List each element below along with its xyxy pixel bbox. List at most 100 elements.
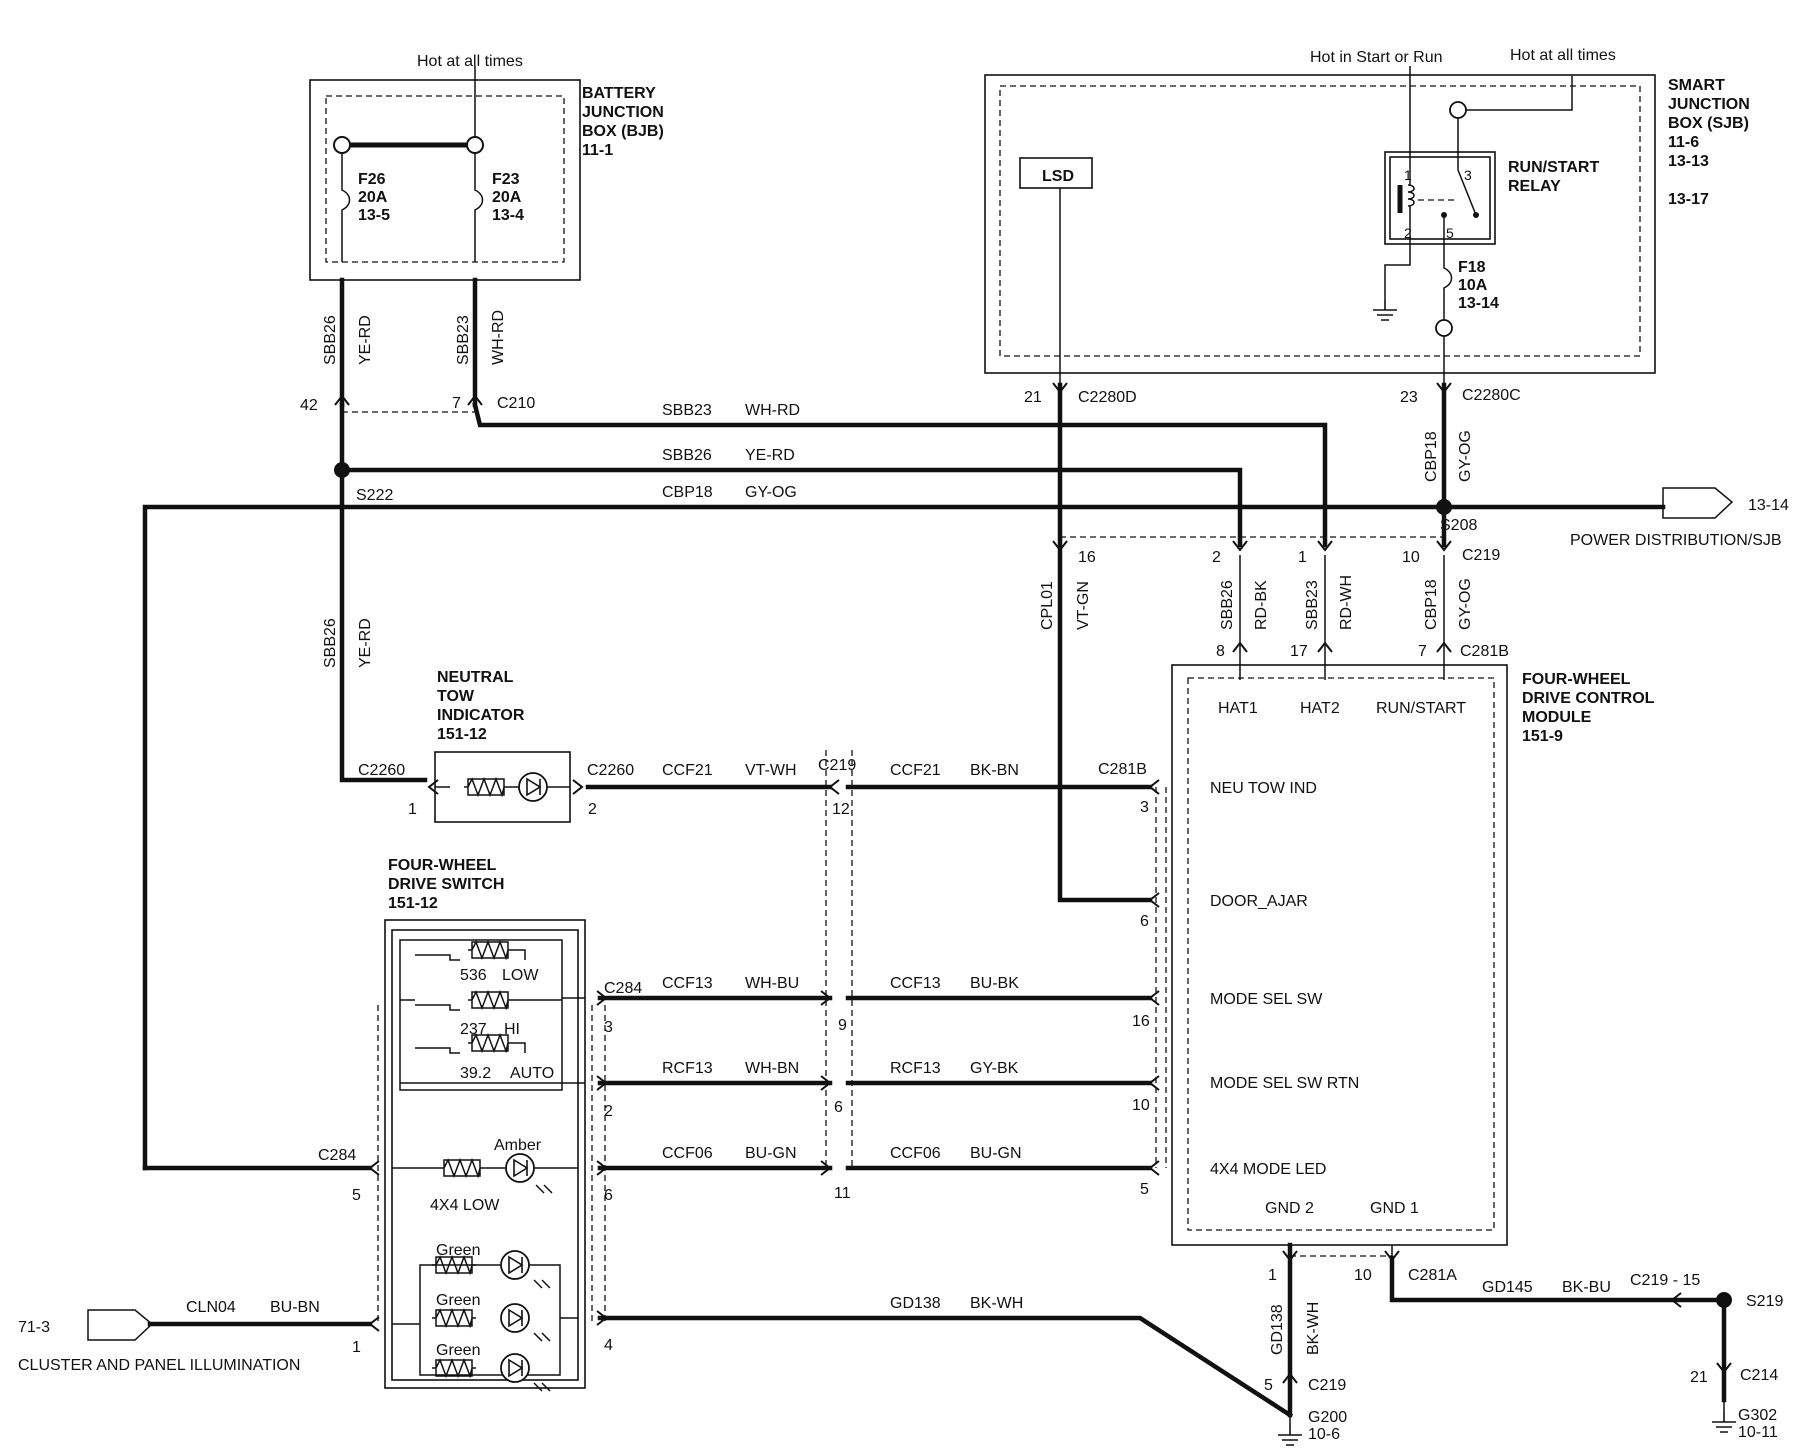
relay-pin-3: 3 <box>1464 167 1472 183</box>
resistor-536-value: 536 <box>460 967 487 984</box>
power-dist-ref: 13-14 <box>1748 497 1789 514</box>
c219-pin-16: 16 <box>1078 549 1096 566</box>
amber-led-label: Amber <box>494 1137 542 1154</box>
wire-gd138-color: BK-WH <box>970 1295 1023 1312</box>
wire-sbb23-b-color: RD-WH <box>1338 575 1355 630</box>
c281b-left-label: C281B <box>1098 761 1147 778</box>
c2280d-label: C2280D <box>1078 389 1137 406</box>
c2260-right-label: C2260 <box>587 762 634 779</box>
c281b-pin-5: 5 <box>1140 1181 1149 1198</box>
mid-wires <box>142 750 1294 1419</box>
wire-cpl01: CPL01 <box>1039 581 1056 630</box>
wire-ccf13-b: CCF13 <box>890 975 941 992</box>
wire-sbb26-left: SBB26 <box>322 618 339 668</box>
battery-junction-box <box>309 66 581 281</box>
splice-s219 <box>1716 1292 1732 1308</box>
wire-cln04-color: BU-BN <box>270 1299 320 1316</box>
resistor-237-value: 237 <box>460 1021 487 1038</box>
c2260-pin-2: 2 <box>588 801 597 818</box>
c219-gnd-pin: 5 <box>1264 1377 1273 1394</box>
green-led-label-3: Green <box>436 1342 480 1359</box>
c219-pin-2: 2 <box>1212 549 1221 566</box>
wire-ccf21-a-color: VT-WH <box>745 762 797 779</box>
c284-right-label: C284 <box>604 980 642 997</box>
c219-gnd-label: C219 <box>1308 1377 1346 1394</box>
c210-pin-7: 7 <box>452 395 461 412</box>
bjb-hot-label: Hot at all times <box>417 53 523 70</box>
s222-label: S222 <box>356 487 393 504</box>
module-mode-sel-sw: MODE SEL SW <box>1210 991 1323 1008</box>
c214-label: C214 <box>1740 1367 1778 1384</box>
c2280d-pin: 21 <box>1024 389 1042 406</box>
green-led-label-2: Green <box>436 1292 480 1309</box>
smart-junction-box <box>984 66 1656 385</box>
c219-pin-11: 11 <box>834 1185 851 1202</box>
wire-rcf13-a-color: WH-BN <box>745 1060 799 1077</box>
c281b-pin-8: 8 <box>1216 643 1225 660</box>
module-4x4-mode-led: 4X4 MODE LED <box>1210 1161 1326 1178</box>
cluster-illumination-connector <box>87 1309 154 1341</box>
wire-h-sbb23-color: WH-RD <box>745 402 800 419</box>
c281b-pin-6: 6 <box>1140 913 1149 930</box>
c2280c-pin: 23 <box>1400 389 1418 406</box>
wire-cbp18-top-color: GY-OG <box>1457 430 1474 482</box>
wire-ccf13-b-color: BU-BK <box>970 975 1019 992</box>
wire-h-sbb26: SBB26 <box>662 447 712 464</box>
module-door-ajar: DOOR_AJAR <box>1210 893 1308 910</box>
relay-pin-1: 1 <box>1404 167 1412 183</box>
lsd-label: LSD <box>1042 168 1074 185</box>
gnd-pin-10: 10 <box>1354 1267 1372 1284</box>
c281b-label: C281B <box>1460 643 1509 660</box>
wire-cbp18-b-color: GY-OG <box>1457 578 1474 630</box>
c281b-pin-10: 10 <box>1132 1097 1150 1114</box>
wire-gd138-vertical-color: BK-WH <box>1305 1302 1322 1355</box>
module-hat1: HAT1 <box>1218 700 1258 717</box>
wire-h-sbb26-color: YE-RD <box>745 447 795 464</box>
splice-s222 <box>334 462 350 478</box>
wire-gd145-color: BK-BU <box>1562 1279 1611 1296</box>
module-gnd1: GND 1 <box>1370 1200 1419 1217</box>
wire-h-sbb23: SBB23 <box>662 402 712 419</box>
c219-pin-1: 1 <box>1298 549 1307 566</box>
c281b-pin-3: 3 <box>1140 799 1149 816</box>
wire-rcf13-b-color: GY-BK <box>970 1060 1019 1077</box>
c2280c-label: C2280C <box>1462 387 1521 404</box>
c210-label: C210 <box>497 395 535 412</box>
wire-cln04: CLN04 <box>186 1299 236 1316</box>
c210-pin-42: 42 <box>300 397 318 414</box>
wire-sbb23-a: SBB23 <box>455 315 472 365</box>
c219-pin-9: 9 <box>838 1017 847 1034</box>
c2260-pin-1: 1 <box>408 801 417 818</box>
wire-gd145: GD145 <box>1482 1279 1533 1296</box>
green-led-label-1: Green <box>436 1242 480 1259</box>
wire-ccf21-a: CCF21 <box>662 762 713 779</box>
c219-mid-label: C219 <box>818 757 856 774</box>
cluster-ref: 71-3 <box>18 1319 50 1336</box>
relay-pin-2: 2 <box>1404 225 1412 241</box>
c219-label: C219 <box>1462 547 1500 564</box>
wire-ccf06-a: CCF06 <box>662 1145 713 1162</box>
four-wheel-drive-switch <box>384 919 586 1392</box>
sjb-hot-label: Hot at all times <box>1510 47 1616 64</box>
c219-pin-6: 6 <box>834 1099 843 1116</box>
wire-sbb23-a-color: WH-RD <box>490 310 507 365</box>
c214-pin: 21 <box>1690 1369 1708 1386</box>
c281b-pin-17: 17 <box>1290 643 1308 660</box>
c284-pin-4: 4 <box>604 1337 613 1354</box>
c284-pin-6: 6 <box>604 1187 613 1204</box>
power-dist-label: POWER DISTRIBUTION/SJB <box>1570 532 1782 549</box>
s208-label: S208 <box>1440 517 1477 534</box>
ground-wires <box>1277 1242 1737 1446</box>
wire-cbp18-b: CBP18 <box>1423 579 1440 630</box>
module-hat2: HAT2 <box>1300 700 1340 717</box>
